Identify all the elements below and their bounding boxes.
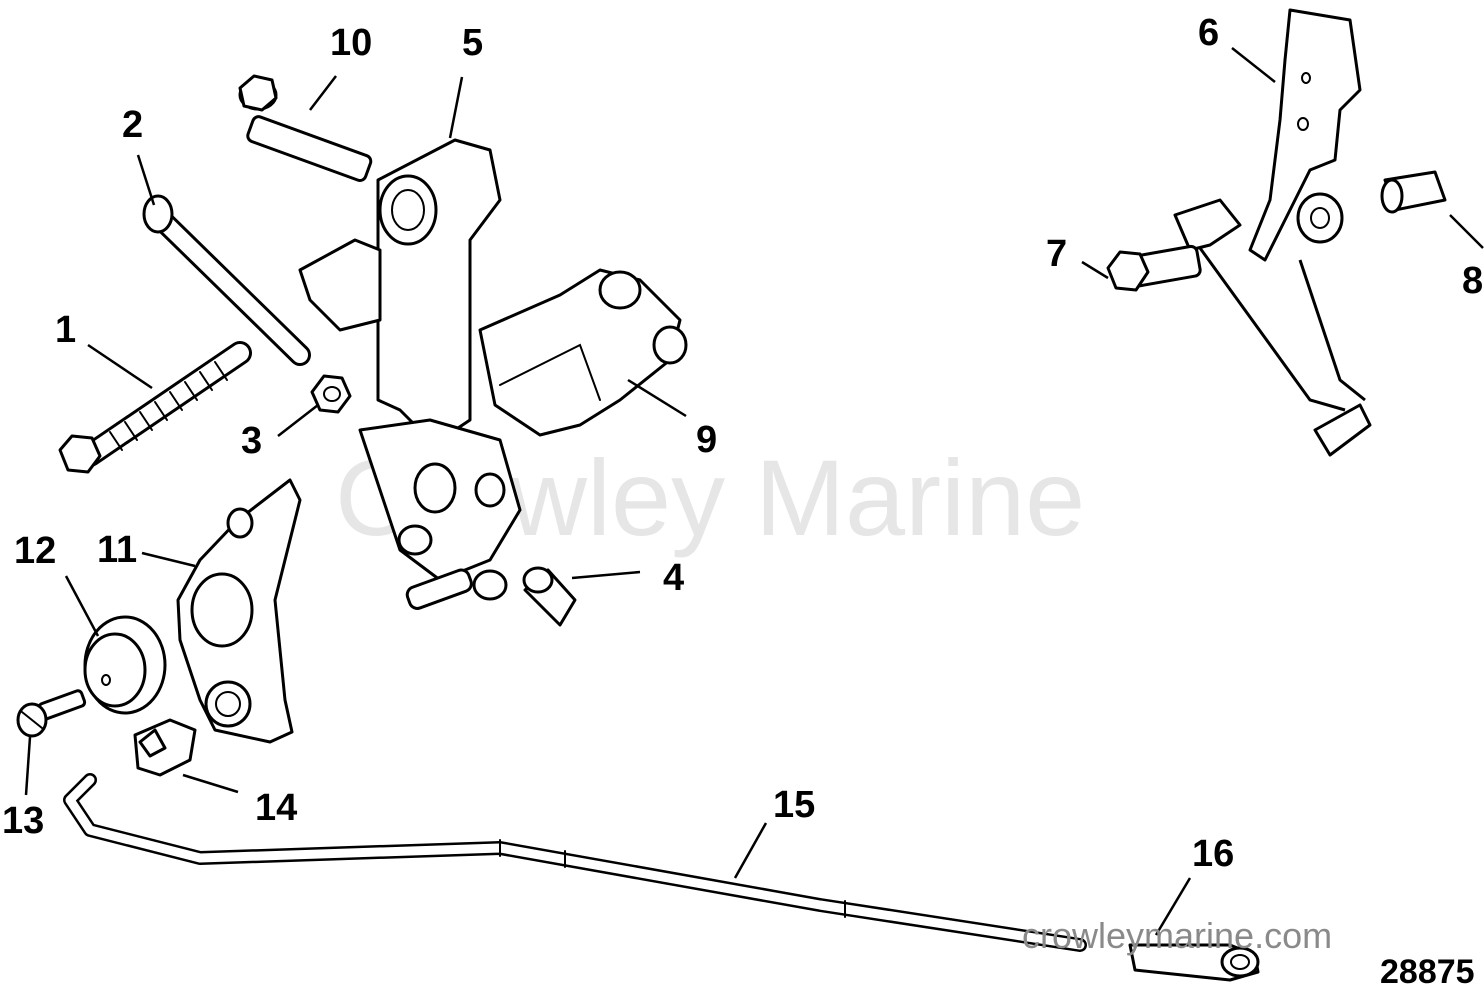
callout-3: 3 — [241, 420, 262, 462]
callout-8: 8 — [1462, 260, 1483, 302]
part-2-pin — [142, 194, 311, 366]
callout-6: 6 — [1198, 12, 1219, 54]
callout-4: 4 — [663, 557, 684, 599]
part-15-rod — [63, 773, 1087, 952]
callout-10: 10 — [330, 22, 372, 64]
watermark-url: crowleymarine.com — [1022, 915, 1332, 956]
part-1-bolt — [58, 341, 252, 474]
callout-15: 15 — [773, 784, 815, 826]
callout-labels: 1 2 3 4 5 6 7 8 9 10 11 12 13 14 15 16 — [2, 12, 1483, 875]
callout-5: 5 — [462, 22, 483, 64]
part-9-clip — [478, 268, 688, 437]
part-11-lever — [176, 478, 302, 744]
leader-lines — [24, 47, 1484, 936]
part-6-bracket — [1173, 8, 1372, 457]
callout-2: 2 — [122, 104, 143, 146]
callout-7: 7 — [1046, 233, 1067, 275]
part-13-screw — [16, 689, 87, 738]
part-5-bracket — [298, 138, 522, 610]
callout-11: 11 — [97, 529, 137, 571]
callout-9: 9 — [696, 419, 717, 461]
part-12-bushing — [83, 615, 167, 715]
part-8-sleeve — [1380, 170, 1447, 214]
part-10-bolt — [238, 74, 373, 182]
part-7-bolt — [1106, 244, 1202, 292]
callout-12: 12 — [14, 530, 56, 572]
figure-number: 28875 — [1380, 953, 1475, 987]
part-4-spacer — [522, 566, 577, 627]
callout-16: 16 — [1192, 833, 1234, 875]
callout-13: 13 — [2, 800, 44, 842]
part-14-clip — [133, 718, 197, 777]
callout-14: 14 — [255, 787, 297, 829]
part-16-rod-end — [1128, 943, 1260, 982]
callout-1: 1 — [55, 309, 76, 351]
part-3-nut — [310, 374, 352, 414]
